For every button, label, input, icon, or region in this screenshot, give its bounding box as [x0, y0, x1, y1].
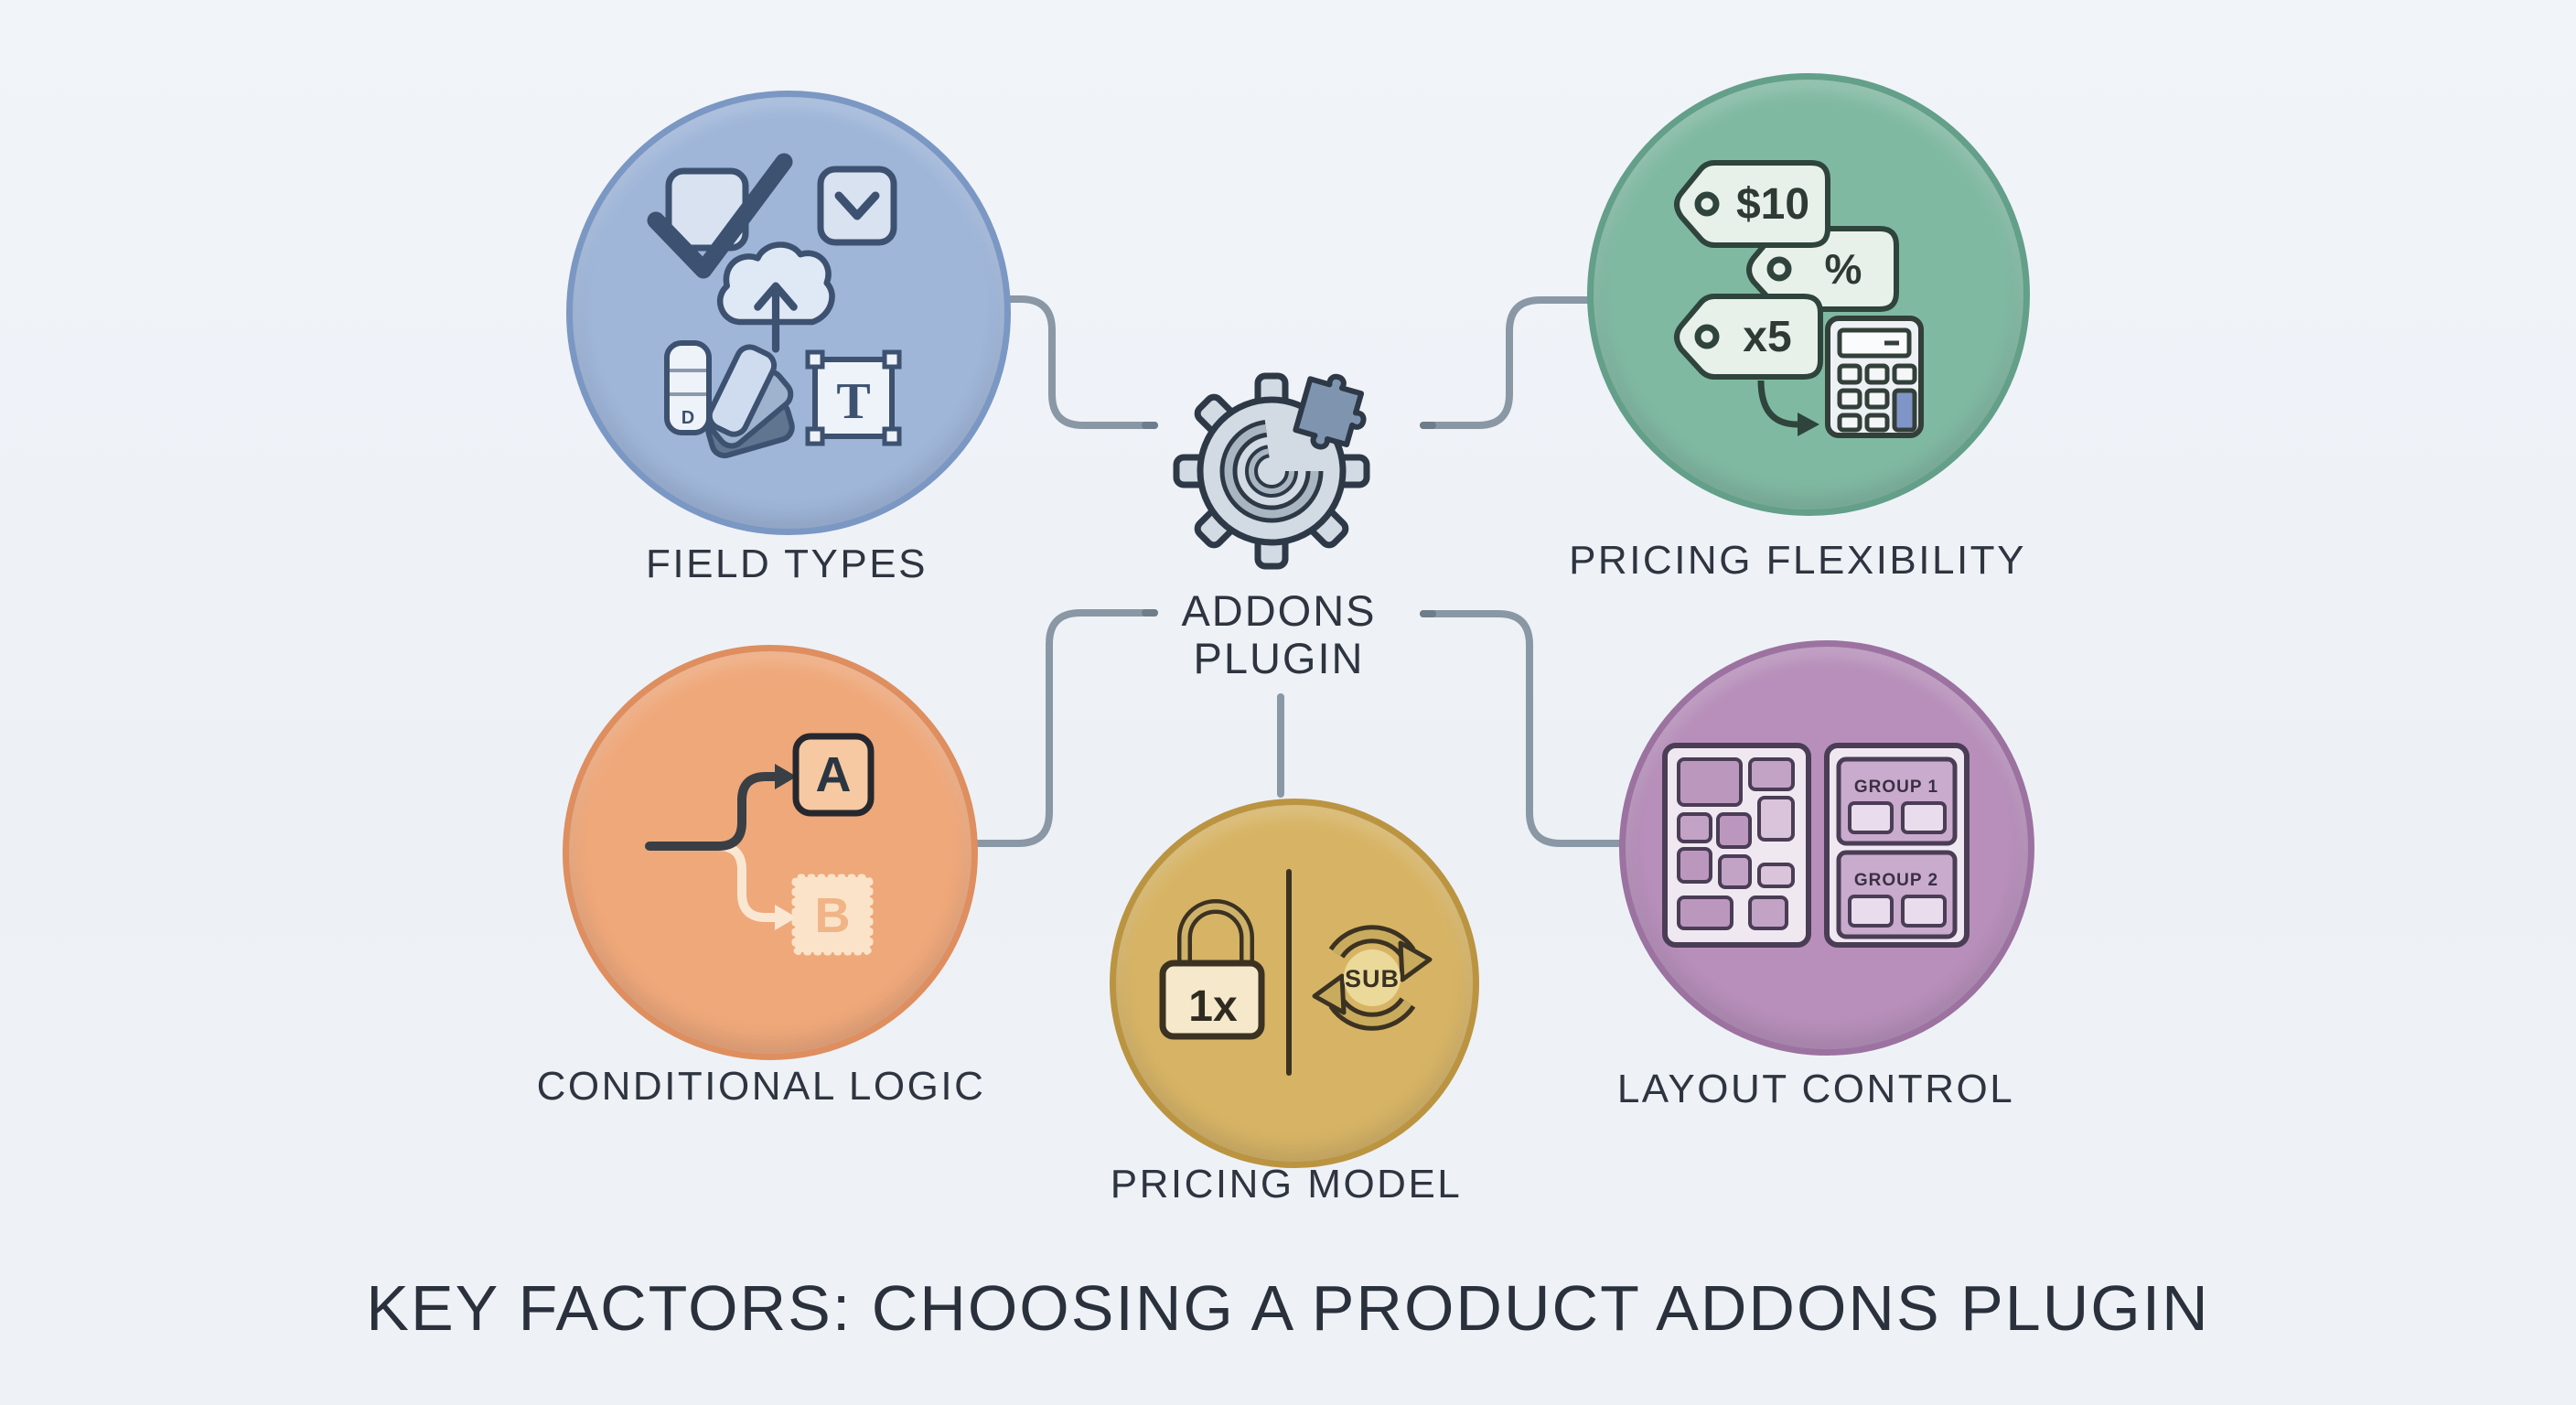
svg-text:GROUP 2: GROUP 2	[1854, 871, 1938, 890]
one-time-lock-icon: 1x	[1159, 899, 1265, 1040]
node-field-types: D T	[566, 91, 1011, 535]
label-pricing-model: PRICING MODEL	[1110, 1162, 1463, 1207]
price-tag-dollar-icon: $10	[1674, 160, 1830, 248]
label-pricing-flexibility: PRICING FLEXIBILITY	[1569, 538, 2026, 583]
node-pricing-model: 1x SUB	[1110, 799, 1479, 1168]
subscription-cycle-icon: SUB	[1312, 925, 1433, 1031]
node-conditional-logic: A B	[563, 645, 978, 1060]
page-title: KEY FACTORS: CHOOSING A PRODUCT ADDONS P…	[366, 1272, 2210, 1344]
label-conditional-logic: CONDITIONAL LOGIC	[536, 1064, 986, 1109]
price-tag-multiply-icon: x5	[1674, 294, 1823, 380]
messy-layout-panel	[1662, 743, 1811, 948]
connector-conditional-logic	[961, 609, 1158, 847]
hub-label-line1: ADDONS	[1181, 586, 1377, 635]
svg-text:A: A	[816, 747, 852, 802]
svg-text:SUB: SUB	[1345, 965, 1400, 992]
group-2-box: GROUP 2	[1836, 850, 1958, 939]
hub-label-line2: PLUGIN	[1193, 634, 1365, 682]
grouped-layout-panel: GROUP 1 GROUP 2	[1824, 743, 1970, 948]
svg-text:B: B	[815, 888, 851, 943]
connector-pricing-flexibility	[1420, 296, 1594, 429]
calculator-icon	[1825, 316, 1924, 438]
swatch-letter: D	[682, 408, 694, 428]
puzzle-piece-icon	[1293, 373, 1367, 450]
tag-to-calculator-arrow	[1757, 380, 1819, 436]
checkbox-icon	[647, 153, 793, 279]
label-field-types: FIELD TYPES	[646, 542, 928, 586]
option-a-box: A	[792, 733, 875, 817]
gear-puzzle-icon	[1173, 372, 1370, 570]
svg-text:1x: 1x	[1188, 982, 1238, 1031]
connector-layout-control	[1420, 610, 1625, 847]
text-frame-icon: T	[805, 349, 902, 446]
calculator-accent-key	[1892, 388, 1917, 433]
branch-path-b	[714, 842, 797, 930]
node-pricing-flexibility: % $10 x5	[1587, 73, 2030, 516]
connector-field-types	[989, 295, 1158, 429]
svg-text:GROUP 1: GROUP 1	[1854, 778, 1938, 797]
dropdown-icon	[817, 166, 897, 246]
option-b-box: B	[791, 874, 874, 956]
group-1-box: GROUP 1	[1836, 756, 1958, 846]
svg-text:$10: $10	[1736, 180, 1809, 229]
svg-text:x5: x5	[1743, 313, 1791, 361]
label-layout-control: LAYOUT CONTROL	[1616, 1067, 2015, 1111]
branch-path-a	[645, 764, 797, 851]
cloud-upload-icon	[716, 241, 835, 353]
text-frame-letter: T	[836, 373, 870, 430]
hub-label: ADDONS PLUGIN	[1142, 587, 1416, 682]
color-swatches-icon: D	[664, 340, 795, 459]
svg-text:%: %	[1825, 245, 1862, 293]
node-layout-control: GROUP 1 GROUP 2	[1619, 640, 2034, 1056]
